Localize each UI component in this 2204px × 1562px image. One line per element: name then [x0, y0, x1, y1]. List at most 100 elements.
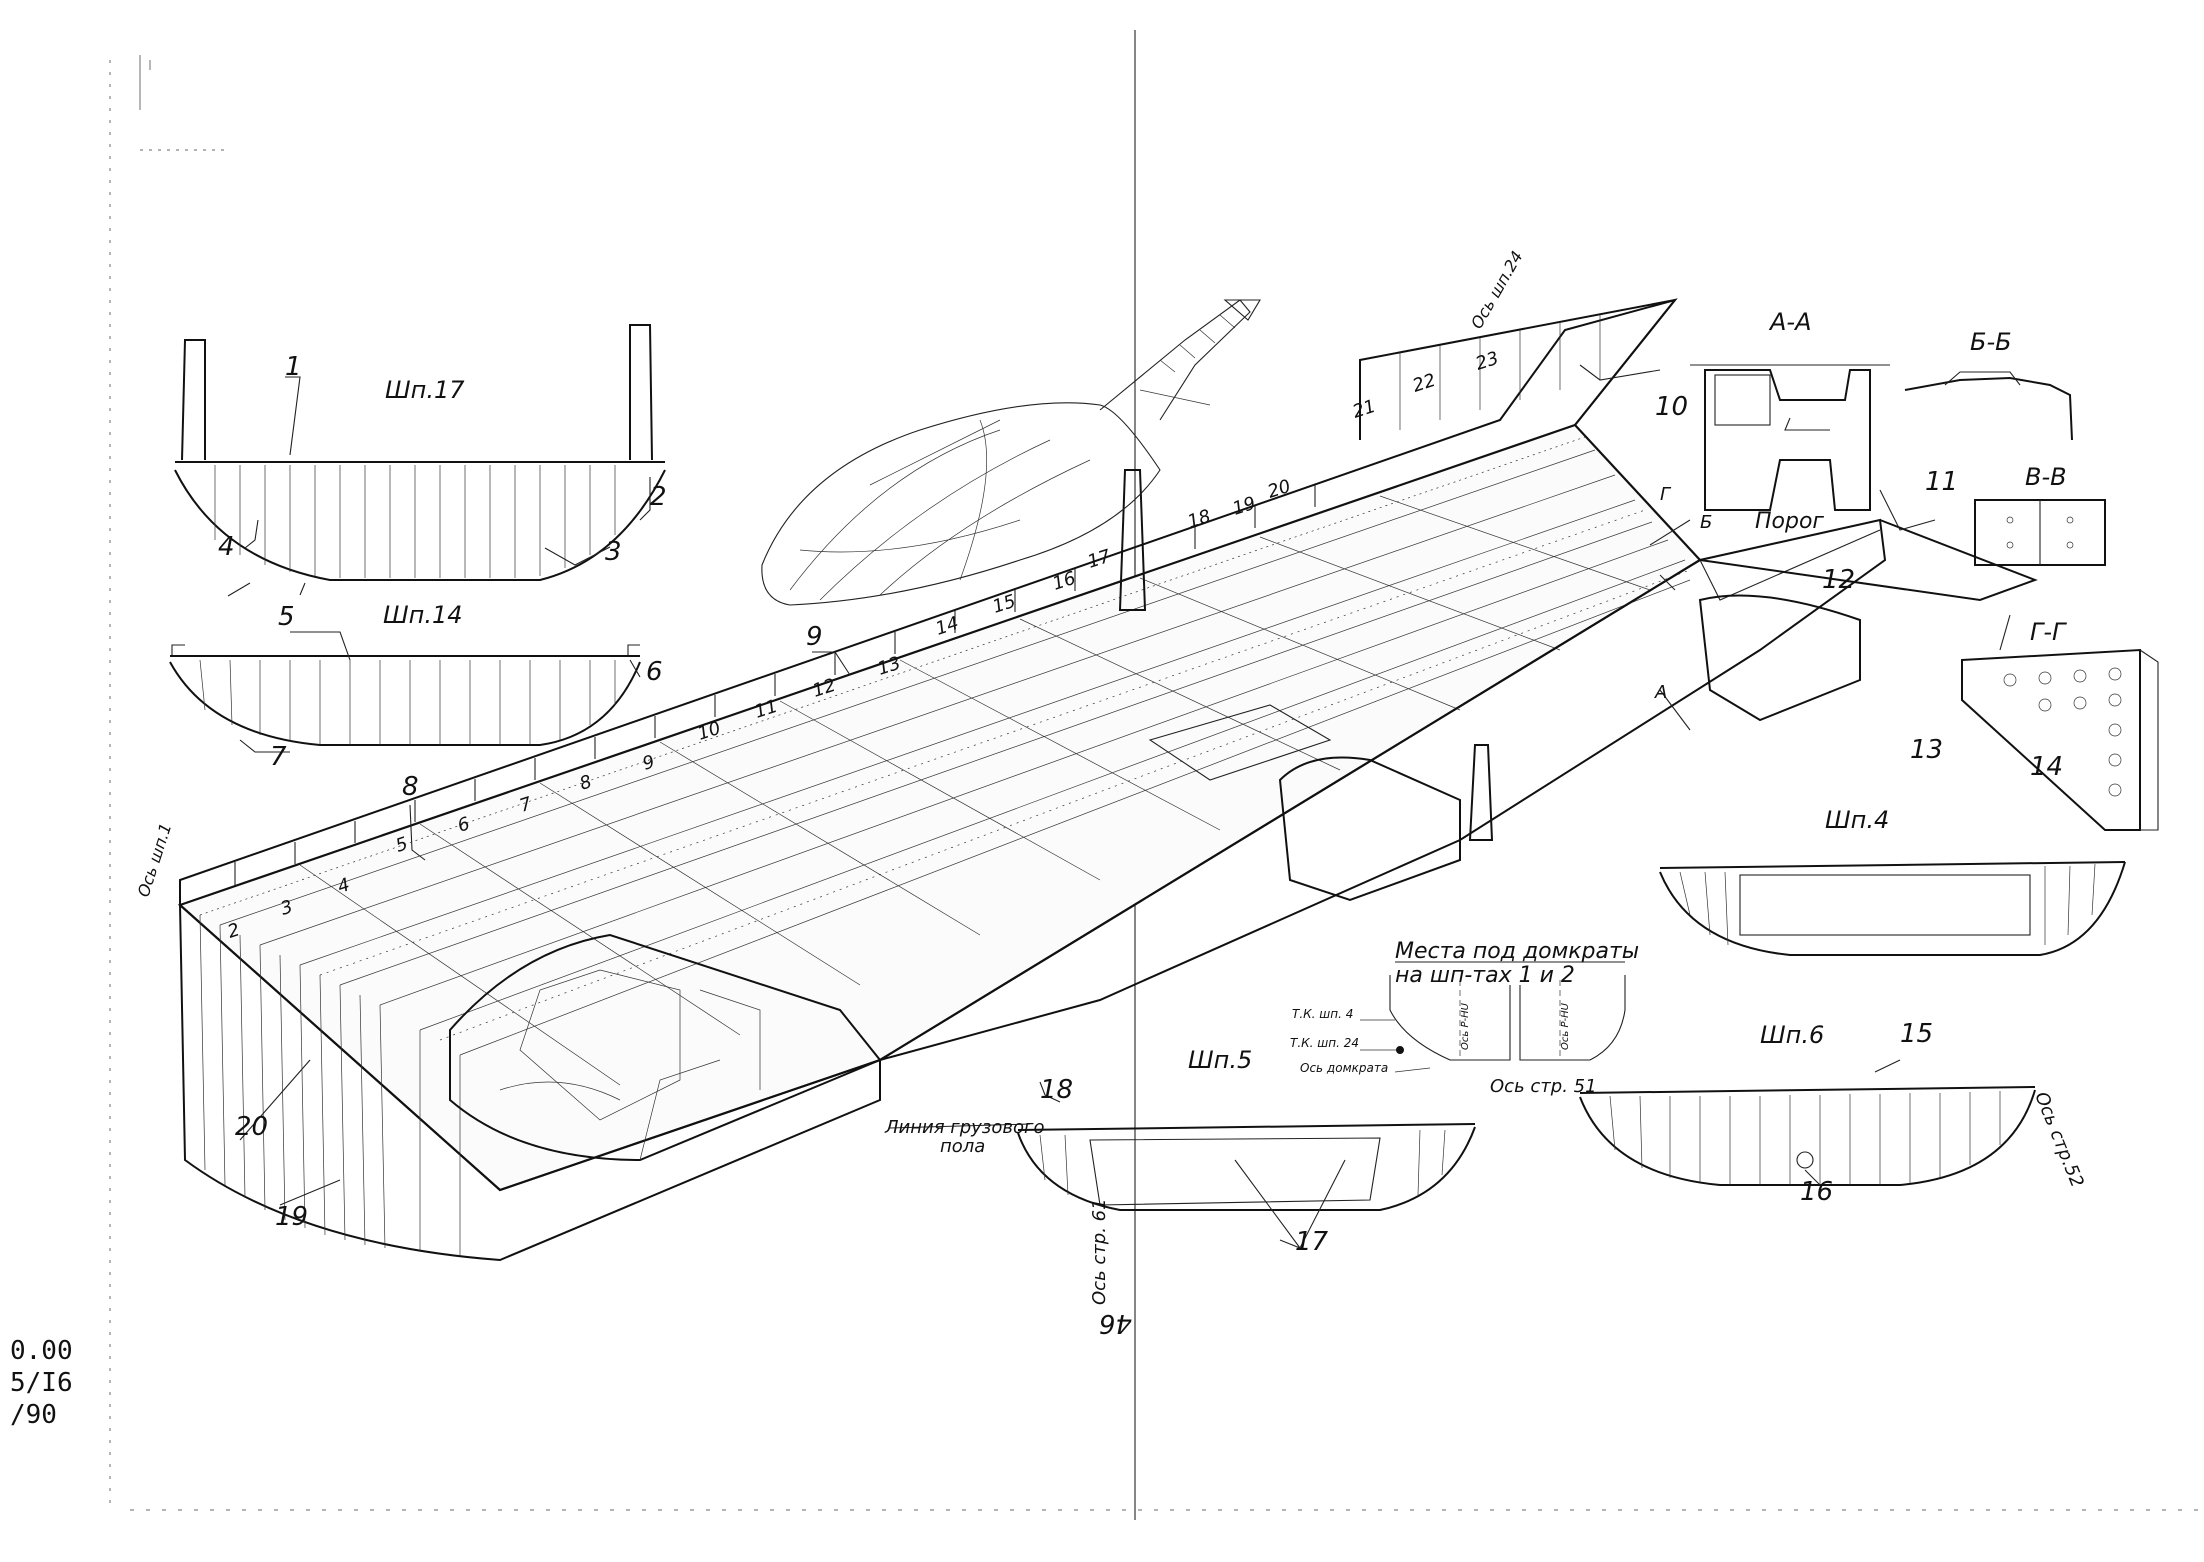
frame-14-section — [169, 644, 641, 746]
axis-frame-1: Ось шп.1 — [134, 821, 176, 899]
jack-axis-label: Ось домкрата — [1300, 1061, 1388, 1075]
frame-num-23: 23 — [1473, 348, 1501, 375]
aft-bulkhead-upper — [1359, 298, 1678, 440]
callout-10: 10 — [1655, 392, 1688, 422]
frame-4-title: Шп.4 — [1825, 806, 1889, 834]
callout-14: 14 — [2030, 752, 2063, 782]
axis-stringer-61: Ось стр. 61 — [1089, 1198, 1110, 1305]
frame-num-16: 16 — [1050, 568, 1078, 595]
callout-9: 9 — [806, 622, 823, 652]
mid-frame-post — [1468, 744, 1494, 841]
fuselage-side-skin — [178, 902, 881, 1262]
helicopter-key-sketch — [761, 299, 1261, 606]
frame-num-15: 15 — [990, 591, 1018, 618]
axis-stringer-52: Ось стр.52 — [2030, 1089, 2087, 1190]
section-a-marker — [1659, 689, 1691, 731]
frame-4-section — [1659, 861, 2126, 956]
frame-5-title: Шп.5 — [1188, 1046, 1252, 1074]
frame-17-section — [174, 324, 666, 597]
margin-code-1: 0.00 — [10, 1336, 73, 1366]
section-titles: А-А Б-Б В-В Г-Г — [1768, 308, 2067, 646]
callout-8: 8 — [402, 772, 419, 802]
section-g-marker — [1649, 519, 1691, 546]
jack-note-line1: Места под домкраты — [1395, 939, 1639, 964]
section-aa-title: А-А — [1768, 308, 1812, 336]
mid-deck-hatch — [1148, 704, 1332, 781]
callout-2: 2 — [650, 482, 667, 512]
section-gg-title: Г-Г — [2030, 618, 2067, 646]
section-vv-title: В-В — [2025, 463, 2067, 491]
frame-6-title: Шп.6 — [1760, 1021, 1824, 1049]
threshold-label: Порог — [1755, 509, 1824, 534]
callout-6: 6 — [646, 657, 663, 687]
jack-tk4-label: Т.К. шп. 4 — [1292, 1007, 1353, 1021]
deck-frame-lines — [299, 495, 1651, 1086]
cargo-floor-line-1: Линия грузового — [884, 1117, 1044, 1138]
central-frame-post — [1118, 469, 1147, 611]
callout-18: 18 — [1040, 1075, 1073, 1105]
axis-frame-24: Ось шп.24 — [1467, 248, 1527, 332]
corner-mark — [139, 55, 151, 110]
frame-14-title: Шп.14 — [383, 601, 463, 629]
section-b-marker-label: Б — [1700, 512, 1712, 533]
jack-axis-left: Ось Р-НU — [1460, 1002, 1471, 1050]
jack-note-texts: Места под домкраты на шп-тах 1 и 2 Т.К. … — [1290, 939, 1639, 1075]
deck-planking-lines — [199, 436, 1691, 1056]
fuselage-floor-isometric — [177, 298, 2038, 1262]
callout-16: 16 — [1800, 1177, 1833, 1207]
cargo-floor-line-2: пола — [940, 1136, 985, 1157]
frame-17-title: Шп.17 — [385, 376, 465, 404]
cutaway-mid-bay — [1278, 756, 1461, 902]
callout-17: 17 — [1295, 1227, 1329, 1257]
frame-num-19: 19 — [1230, 493, 1258, 520]
callout-20: 20 — [235, 1112, 268, 1142]
callout-12: 12 — [1822, 565, 1855, 595]
jack-tk24-label: Т.К. шп. 24 — [1290, 1036, 1359, 1050]
cutaway-aft-bay — [1698, 594, 1861, 722]
jack-note-line2: на шп-тах 1 и 2 — [1395, 963, 1575, 988]
margin-code-2: 5/I6 — [10, 1368, 73, 1398]
section-aa-view — [1690, 364, 1890, 511]
rear-ramp-edge — [1699, 529, 1881, 601]
jack-location-detail — [1360, 961, 1626, 1073]
callout-7: 7 — [270, 742, 287, 772]
page-mark: 46 — [1099, 1308, 1132, 1338]
callout-1: 1 — [285, 352, 302, 382]
frame-titles: Шп.17 Шп.14 Шп.4 Шп.5 Шп.6 — [383, 376, 1889, 1074]
frame-num-20: 20 — [1265, 476, 1293, 503]
cutaway-front-bay — [449, 933, 882, 1162]
section-a-marker-label: А — [1654, 682, 1667, 703]
callout-19: 19 — [275, 1202, 308, 1232]
cutaway-front-detail — [499, 969, 761, 1161]
frame-num-21: 21 — [1350, 396, 1378, 423]
aft-bulkhead-ribs — [1399, 315, 1601, 430]
frame-num-18: 18 — [1185, 506, 1213, 533]
left-wall-frame-posts — [234, 485, 1316, 885]
fuselage-right-skin — [879, 518, 1887, 1061]
frame-num-17: 17 — [1085, 546, 1114, 573]
callout-5: 5 — [278, 602, 295, 632]
callout-13: 13 — [1910, 735, 1943, 765]
frame-5-section — [1017, 1123, 1476, 1211]
callout-4: 4 — [218, 532, 235, 562]
rear-sill-wedge — [1699, 519, 2038, 602]
frame-num-22: 22 — [1410, 370, 1438, 397]
callout-numbers: 1 2 3 4 5 6 7 8 9 10 11 12 13 14 15 16 1… — [218, 352, 2063, 1257]
frame-6-section — [1579, 1086, 2036, 1186]
jack-axis-right: Ось Р-НU — [1560, 1002, 1571, 1050]
section-bb-view — [1904, 371, 2073, 441]
callout-15: 15 — [1900, 1019, 1933, 1049]
misc-labels: Порог Линия грузового пола А Б Г — [884, 484, 1824, 1157]
section-bb-title: Б-Б — [1970, 328, 2012, 356]
section-g-marker-label: Г — [1660, 484, 1672, 505]
section-vv-view — [1974, 499, 2106, 566]
side-skin-stiffeners — [199, 914, 461, 1256]
margin-code-3: /90 — [10, 1400, 57, 1430]
axis-stringer-51: Ось стр. 51 — [1490, 1076, 1597, 1097]
callout-leader-lines — [239, 364, 2011, 1250]
callout-11: 11 — [1925, 467, 1958, 497]
callout-3: 3 — [605, 537, 622, 567]
section-gg-view — [1961, 648, 2159, 831]
